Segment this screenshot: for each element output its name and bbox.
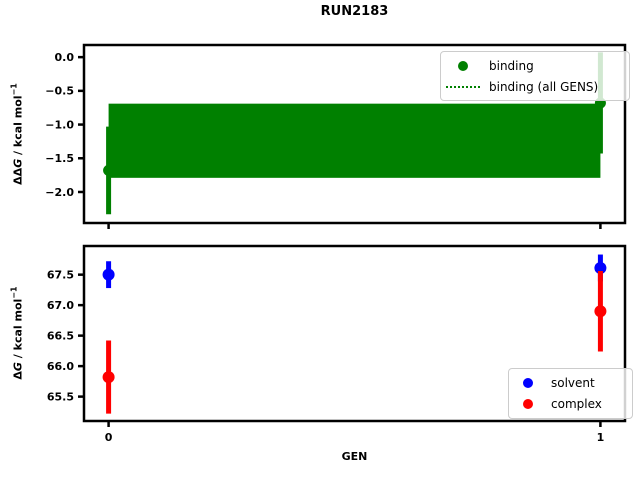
legend-item-solvent: solvent [513,373,628,394]
legend-handle [513,399,543,409]
legend-item-complex: complex [513,394,628,415]
y-tick-label: 66.0 [47,360,74,373]
marker-solvent [102,268,115,281]
complex-marker-icon [523,399,533,409]
legend-label: solvent [551,376,595,390]
binding-marker-icon [458,60,468,71]
delta-symbol: Δ [11,371,25,380]
g-symbol: G [11,158,25,168]
confidence-band [108,103,601,178]
legend-label: complex [551,397,602,411]
marker-complex [594,305,607,318]
y-tick-label: −0.5 [45,85,74,98]
g-symbol: G [11,362,25,372]
marker-complex [102,371,115,384]
legend-bottom: solvent complex [508,368,633,419]
unit-text: / kcal mol [11,298,25,363]
y-tick-label: 0.0 [55,51,75,64]
legend-top: binding binding (all GENS) [440,51,630,101]
chart-title: RUN2183 [320,4,389,19]
unit-exponent: −1 [9,83,19,96]
y-tick-label: −2.0 [45,186,74,199]
dotted-line-icon [446,85,480,88]
legend-handle [445,60,481,71]
delta-delta-symbol: ΔΔ [11,167,25,185]
plot-frame [82,244,627,423]
x-tick-label: 1 [597,431,605,444]
x-axis-label: GEN [341,450,368,463]
marker-solvent [594,261,607,274]
legend-handle [513,378,543,388]
bottom-y-axis-label: ΔG / kcal mol−1 [10,286,25,379]
y-tick-label: −1.5 [45,152,74,165]
y-tick-label: −1.0 [45,118,74,131]
x-tick-label: 0 [105,431,113,444]
legend-label: binding [489,58,534,73]
y-tick-label: 65.5 [47,390,74,403]
y-tick-label: 66.5 [47,329,74,342]
unit-text: / kcal mol [11,95,25,159]
top-y-axis-label: ΔΔG / kcal mol−1 [10,83,25,185]
legend-handle [445,85,481,88]
legend-item-binding-all-gens: binding (all GENS) [445,76,625,97]
solvent-marker-icon [523,378,533,388]
plot-frame [82,43,627,225]
y-tick-label: 67.0 [47,299,74,312]
y-tick-label: 67.5 [47,269,74,282]
legend-label: binding (all GENS) [489,79,599,94]
legend-item-binding: binding [445,55,625,76]
unit-exponent: −1 [9,286,19,299]
